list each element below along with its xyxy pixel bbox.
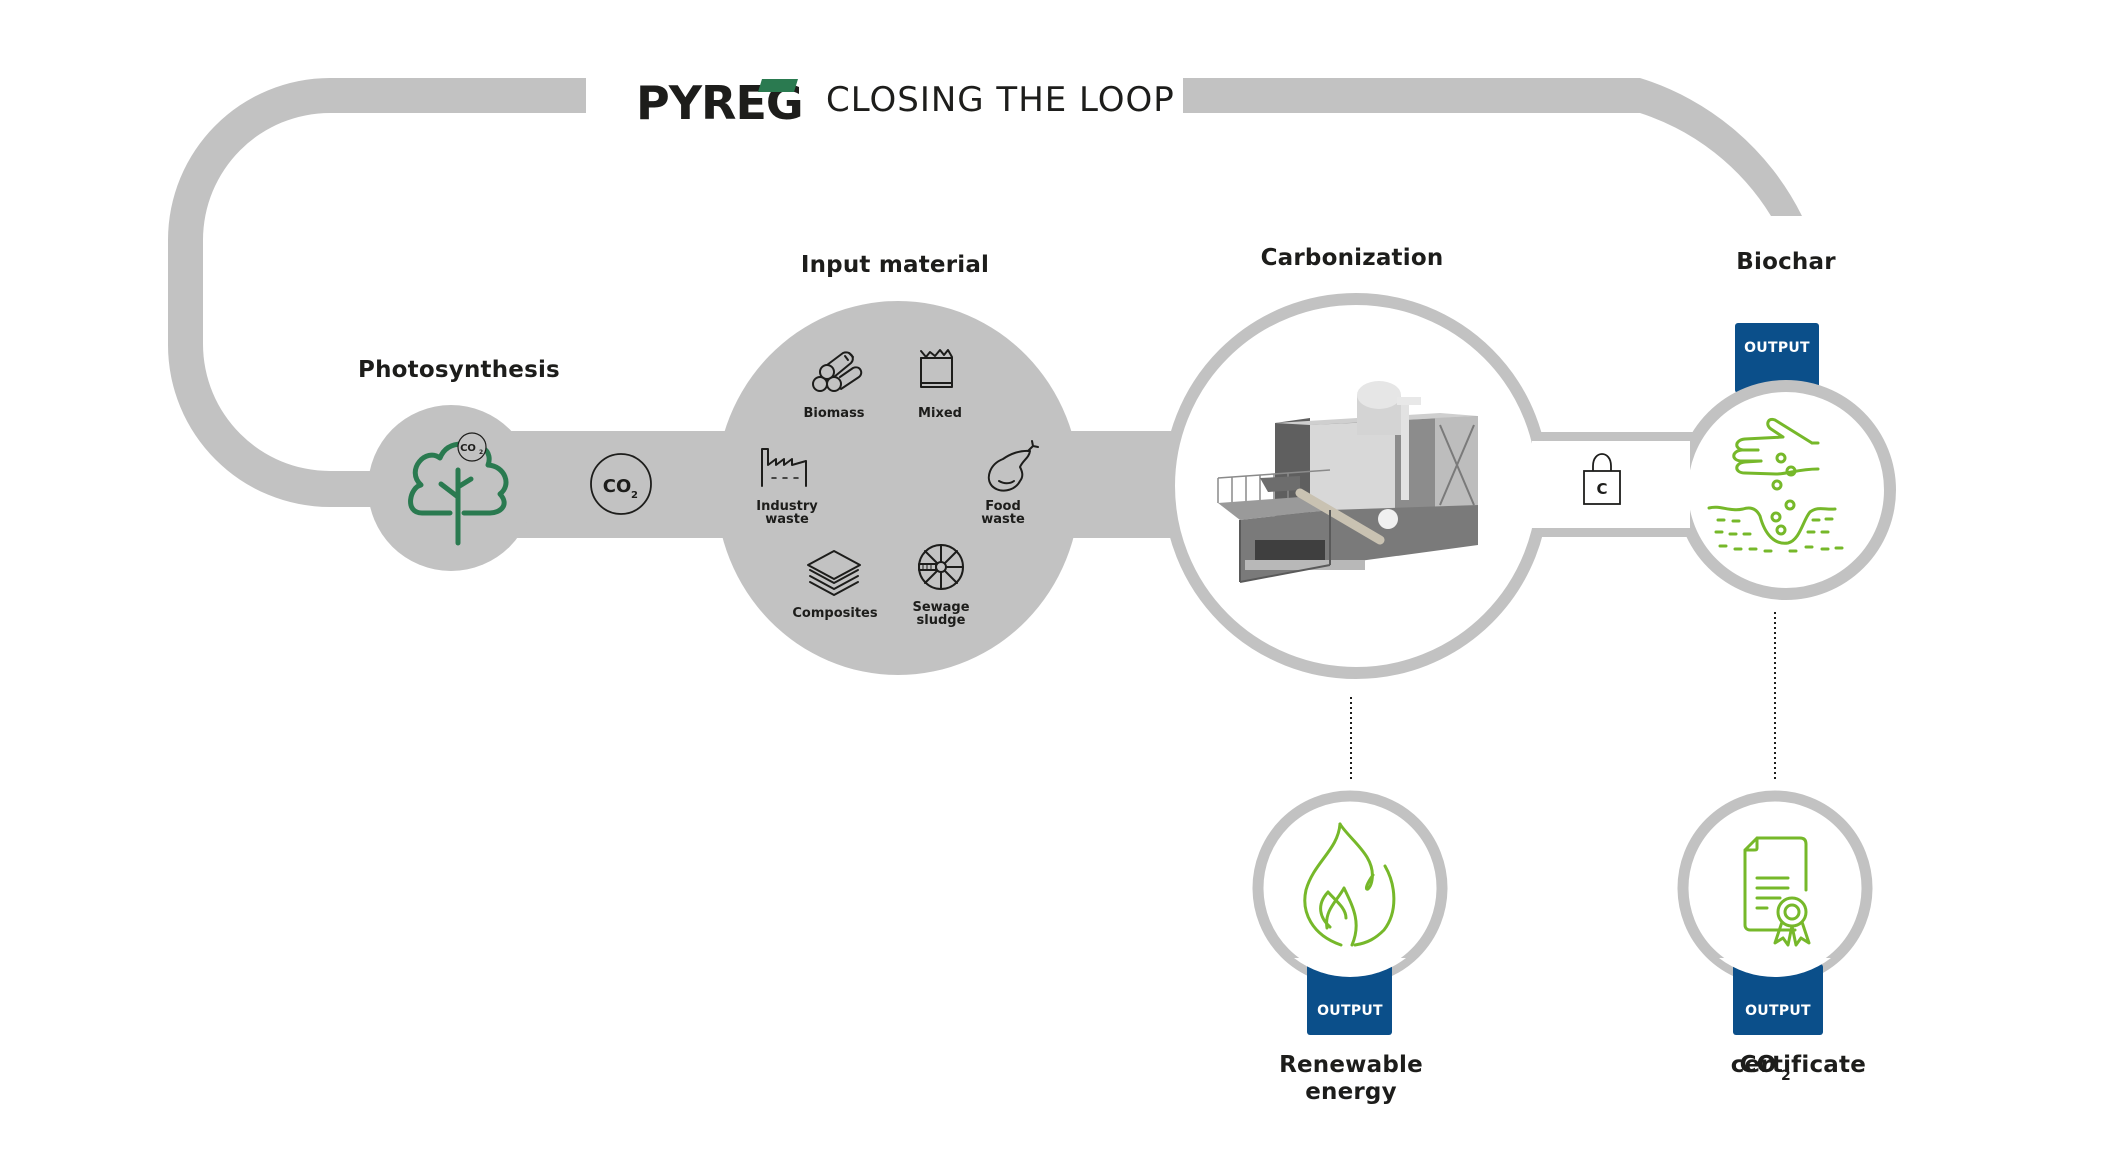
input-item-mixed[interactable]: Mixed [918,349,962,421]
brand-logo-mark [758,79,798,92]
input-item-label: Mixed [918,406,962,421]
page-title: CLOSING THE LOOP [826,80,1175,120]
input-item-label: Sewage [912,600,969,615]
svg-text:CO: CO [460,443,476,454]
output-badge-label: OUTPUT [1745,1003,1811,1019]
output-label-co2: CO [1740,1052,1777,1078]
output-badge-biochar [1735,323,1819,393]
output-label-co2-subscript: 2 [1781,1068,1791,1084]
loop-top-right [1183,78,1802,216]
output-label-certificate: certificate [1723,1052,1867,1078]
output-badge-energy [1307,964,1392,1035]
output-label-energy: energy [1305,1079,1397,1105]
input-material-circle [716,301,1080,675]
stage-input-material[interactable]: Input material Biomass Mixed [716,252,1080,675]
biochar-ring [1676,380,1896,600]
input-item-label: Composites [792,606,877,621]
input-item-biomass[interactable]: Biomass [803,351,865,421]
stage-label-photosynthesis: Photosynthesis [358,357,560,383]
co2-badge-small: CO 2 [457,432,487,462]
carbon-connector [1520,432,1700,537]
svg-text:2: 2 [479,449,483,456]
pyrolysis-plant-image [1217,381,1478,583]
output-badge-certificate [1733,964,1823,1035]
hand-soil-icon [1707,417,1844,553]
output-label-renewable: Renewable [1279,1052,1423,1078]
photosynthesis-circle [368,405,534,571]
co2-subscript: 2 [631,490,638,501]
input-item-industry-waste[interactable]: Industry waste [756,448,818,527]
stage-biochar[interactable]: Biochar OUTPUT [1676,249,1896,600]
output-renewable-energy[interactable]: OUTPUT Renewable energy [1252,790,1448,1105]
pear-icon [987,440,1039,492]
sewage-wheel-icon [918,544,964,590]
loop-path [168,78,1802,507]
factory-icon [761,448,807,487]
stage-photosynthesis[interactable]: Photosynthesis CO 2 [358,357,560,571]
stage-carbonization[interactable]: Carbonization [1163,245,1562,679]
stage-label-input-material: Input material [801,252,989,278]
input-item-label: Food [985,499,1021,514]
carbon-lock: C [1583,453,1621,505]
lock-icon [1583,453,1621,505]
certificate-icon [1743,836,1811,947]
co2-label: CO [603,476,632,497]
energy-ring [1252,790,1448,986]
logs-icon [812,351,863,392]
input-item-composites[interactable]: Composites [792,550,878,621]
input-item-label: Biomass [803,406,864,421]
header: PYREG CLOSING THE LOOP [636,76,1175,130]
input-item-label: Industry [756,499,818,514]
input-item-label: sludge [917,613,966,628]
tree-icon [408,441,509,546]
output-badge-label: OUTPUT [1744,340,1810,356]
stage-label-carbonization: Carbonization [1261,245,1444,271]
input-item-label: waste [765,512,809,527]
lock-label: C [1596,480,1607,498]
input-item-food-waste[interactable]: Food waste [981,440,1039,527]
flame-icon [1303,822,1396,947]
layers-icon [807,550,861,596]
bin-icon [920,349,953,388]
input-item-label: waste [981,512,1025,527]
input-item-sewage-sludge[interactable]: Sewage sludge [912,544,970,628]
output-badge-label: OUTPUT [1317,1003,1383,1019]
output-co2-certificate[interactable]: OUTPUT CO 2 certificate [1677,790,1873,1084]
stage-label-biochar: Biochar [1736,249,1836,275]
co2-icon: CO 2 [590,453,652,515]
